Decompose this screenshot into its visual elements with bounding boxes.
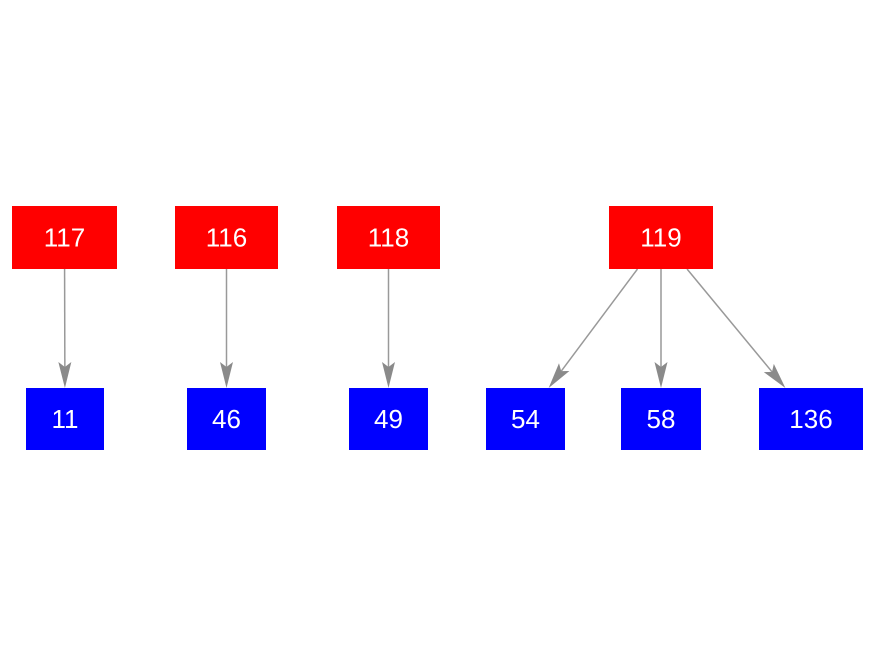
edge-119-58	[654, 269, 668, 388]
node-117[interactable]: 117	[12, 206, 117, 269]
node-box-11[interactable]	[26, 388, 104, 450]
edge-118-49	[382, 269, 395, 388]
node-49[interactable]: 49	[349, 388, 428, 450]
edge-arrowhead	[654, 362, 668, 388]
edge-arrowhead	[220, 362, 233, 388]
edge-arrowhead	[382, 362, 395, 388]
node-58[interactable]: 58	[621, 388, 701, 450]
node-box-49[interactable]	[349, 388, 428, 450]
node-box-58[interactable]	[621, 388, 701, 450]
node-label-118: 118	[368, 223, 409, 253]
edge-119-54	[548, 268, 639, 388]
node-label-136: 136	[789, 404, 832, 434]
node-11[interactable]: 11	[26, 388, 104, 450]
edge-line	[560, 268, 639, 372]
node-label-116: 116	[206, 223, 247, 253]
node-label-49: 49	[374, 404, 403, 434]
edge-116-46	[220, 269, 233, 388]
edge-arrowhead	[548, 363, 570, 388]
node-box-46[interactable]	[187, 388, 266, 450]
node-box-54[interactable]	[486, 388, 565, 450]
node-box-136[interactable]	[759, 388, 863, 450]
node-box-116[interactable]	[175, 206, 278, 269]
node-box-118[interactable]	[337, 206, 440, 269]
node-118[interactable]: 118	[337, 206, 440, 269]
node-119[interactable]: 119	[609, 206, 713, 269]
node-54[interactable]: 54	[486, 388, 565, 450]
node-label-11: 11	[52, 404, 79, 434]
edge-117-11	[58, 268, 72, 388]
node-label-117: 117	[44, 223, 85, 253]
node-136[interactable]: 136	[759, 388, 863, 450]
edge-line	[686, 268, 773, 373]
node-box-119[interactable]	[609, 206, 713, 269]
edge-arrowhead	[58, 361, 72, 388]
node-label-54: 54	[511, 404, 540, 434]
node-116[interactable]: 116	[175, 206, 278, 269]
node-label-58: 58	[647, 404, 676, 434]
edge-arrowhead	[763, 363, 786, 388]
node-box-117[interactable]	[12, 206, 117, 269]
edge-119-136	[686, 268, 786, 388]
node-46[interactable]: 46	[187, 388, 266, 450]
node-label-119: 119	[640, 223, 681, 253]
node-label-46: 46	[212, 404, 241, 434]
